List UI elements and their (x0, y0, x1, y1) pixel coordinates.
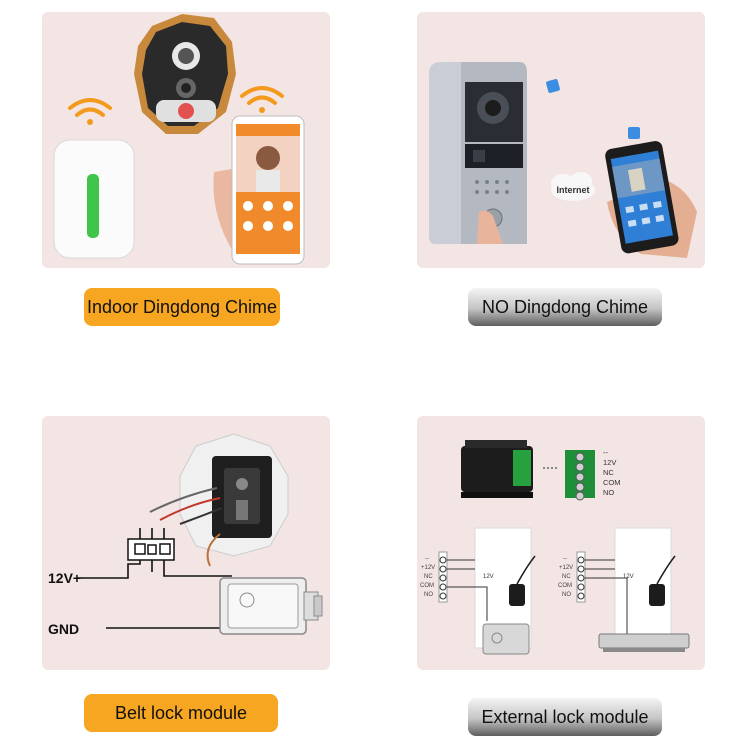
svg-text:COM: COM (420, 583, 434, 589)
svg-text:+12V: +12V (421, 565, 435, 571)
magnetic-lock (598, 633, 690, 652)
external-lock-caption: External lock module (468, 698, 662, 736)
chime-light-strip (87, 174, 99, 238)
phone-app (605, 141, 679, 254)
doorbell-back (179, 433, 289, 557)
panel-external-lock: -- 12V NC COM NO -- +12V NC COM NO 12V (417, 416, 705, 670)
internet-label: Internet (556, 185, 589, 195)
outdoor-unit (429, 62, 527, 244)
svg-text:NC: NC (603, 468, 614, 477)
bell-button-icon (178, 103, 194, 119)
wifi-icon (240, 86, 284, 113)
no-chime-illustration: Internet (429, 62, 697, 258)
svg-text:NO: NO (424, 592, 433, 598)
cloud-icon: Internet (551, 172, 595, 201)
svg-text:12V: 12V (623, 574, 634, 580)
svg-text:COM: COM (603, 478, 621, 487)
svg-text:12V: 12V (483, 574, 494, 580)
terminal-labels: -- 12V NC COM NO (603, 448, 621, 497)
wifi-icon (68, 98, 112, 125)
wiring-diagram-right: -- +12V NC COM NO 12V (558, 527, 690, 652)
svg-text:--: -- (603, 448, 608, 457)
svg-text:NO: NO (603, 488, 614, 497)
relay-module (461, 440, 533, 498)
belt-lock-illustration: 12V+ GND (48, 433, 323, 637)
signal-icon (546, 79, 560, 93)
no-chime-caption: NO Dingdong Chime (468, 288, 662, 326)
svg-text:NC: NC (424, 574, 433, 580)
svg-text:NO: NO (562, 592, 571, 598)
svg-text:--: -- (425, 556, 429, 562)
doorbell-device (134, 14, 236, 134)
terminal-strip (565, 450, 595, 501)
phone-app (231, 115, 305, 265)
panel-indoor-chime (42, 12, 330, 268)
lock-device (482, 623, 530, 655)
indoor-chime-illustration (53, 14, 305, 265)
wiring-diagram-left: -- +12V NC COM NO 12V (420, 527, 536, 655)
svg-text:COM: COM (558, 583, 572, 589)
power-adapter (649, 555, 676, 606)
external-lock-illustration: -- 12V NC COM NO -- +12V NC COM NO 12V (420, 440, 690, 655)
power-adapter (509, 555, 536, 606)
signal-icon (628, 127, 640, 139)
wires (149, 487, 223, 567)
indoor-chime-caption: Indoor Dingdong Chime (84, 288, 280, 326)
finger (477, 210, 503, 244)
gnd-label: GND (48, 621, 79, 637)
svg-text:--: -- (563, 556, 567, 562)
svg-text:12V: 12V (603, 458, 616, 467)
svg-text:NC: NC (562, 574, 571, 580)
terminal-block (127, 538, 175, 561)
v12-label: 12V+ (48, 570, 81, 586)
svg-text:+12V: +12V (559, 565, 573, 571)
panel-no-chime: Internet (417, 12, 705, 268)
panel-belt-lock: 12V+ GND (42, 416, 330, 670)
belt-lock-device (219, 577, 323, 635)
belt-lock-caption: Belt lock module (84, 694, 278, 732)
wiring-lines (78, 528, 232, 629)
